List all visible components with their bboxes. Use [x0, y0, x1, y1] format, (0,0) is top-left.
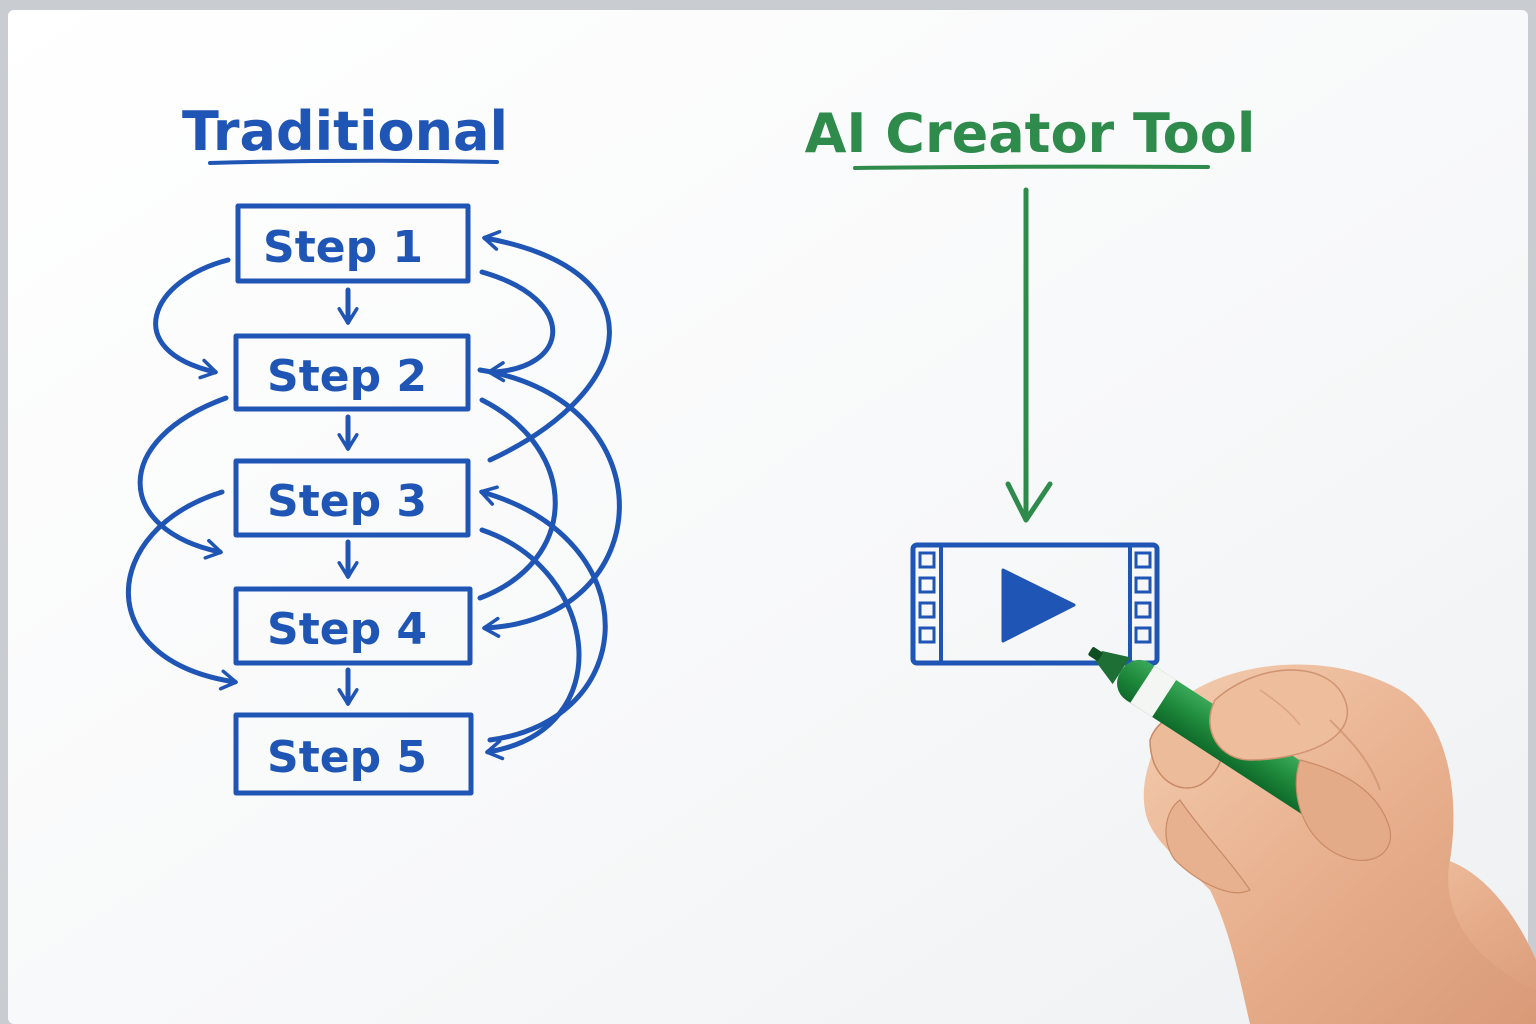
ai-heading: AI Creator Tool [805, 102, 1256, 165]
step-label-1: Step 1 [263, 222, 423, 273]
loop-arrow-3-5-right [479, 527, 582, 761]
play-triangle-icon [1001, 568, 1076, 643]
marker-nib [1088, 647, 1103, 661]
lower-finger [1165, 799, 1251, 894]
middle-finger [1295, 759, 1392, 861]
step-label-5: Step 5 [267, 732, 427, 783]
loop-arrow-3-5-left [126, 489, 238, 691]
ai-down-arrow [1005, 187, 1053, 523]
loop-arrow-5-3-right [479, 485, 608, 743]
step-box-3: Step 3 [233, 458, 471, 538]
traditional-section: Traditional Step 1 Step 2 Step 3 Step 4 … [126, 100, 622, 796]
loop-arrow-1-2-left [153, 257, 231, 380]
marker-band [1130, 665, 1177, 717]
loop-arrow-1-2-right [479, 269, 556, 383]
step-label-4: Step 4 [267, 604, 427, 655]
loop-arrow-2-4-right [477, 367, 622, 638]
index-finger [1209, 669, 1348, 761]
marker-tip [1095, 650, 1131, 685]
ai-underline [853, 164, 1210, 170]
step-box-1: Step 1 [235, 203, 471, 284]
traditional-heading: Traditional [182, 100, 508, 163]
hand-with-marker [1088, 647, 1536, 1024]
loop-arrow-2-3-left [137, 395, 229, 560]
step-label-3: Step 3 [267, 476, 427, 527]
step-label-2: Step 2 [267, 351, 427, 402]
step-box-2: Step 2 [233, 333, 471, 412]
ai-section: AI Creator Tool [805, 102, 1256, 666]
step-box-4: Step 4 [233, 586, 473, 666]
step-box-5: Step 5 [233, 712, 474, 796]
traditional-underline [208, 158, 499, 165]
loop-stroke-2-4-right [477, 397, 558, 601]
video-play-icon [910, 542, 1160, 666]
loop-arrow-3-1-right [482, 229, 612, 463]
